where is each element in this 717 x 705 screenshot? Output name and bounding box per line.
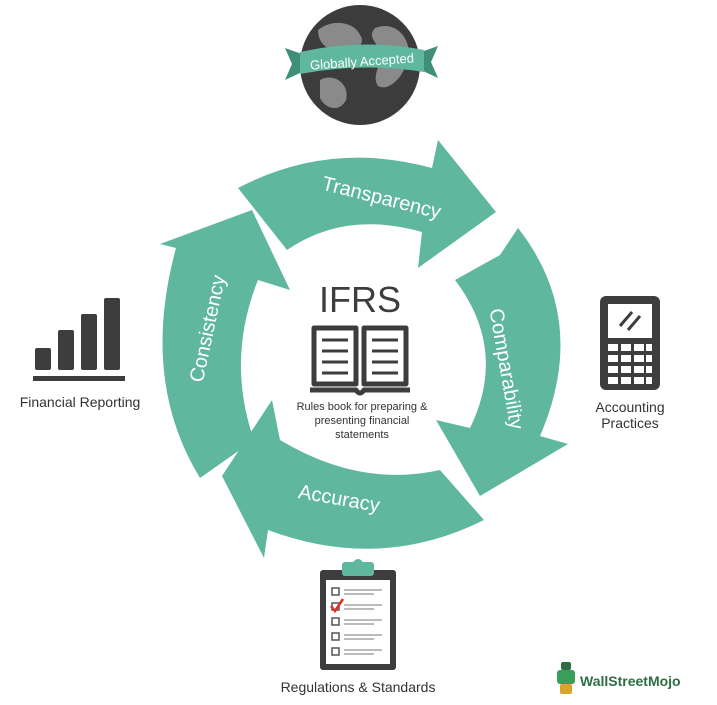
center-desc-line3: statements	[335, 429, 389, 441]
bar-chart-icon	[33, 298, 125, 381]
globe-banner-text: Globally Accepted	[310, 50, 415, 72]
arrow-comparability	[436, 228, 568, 496]
regulations-standards-label: Regulations & Standards	[281, 679, 436, 695]
accounting-practices-line1: Accounting	[595, 399, 664, 415]
center-desc-line2: presenting financial	[315, 415, 410, 427]
brand-name: WallStreetMojo	[580, 673, 681, 689]
center-desc-line1: Rules book for preparing &	[297, 401, 429, 413]
arrow-accuracy	[222, 400, 484, 558]
financial-reporting-label: Financial Reporting	[20, 394, 141, 410]
open-book-icon	[310, 325, 410, 396]
arrow-transparency	[238, 140, 496, 268]
cycle-arrows	[160, 140, 568, 558]
calculator-icon	[600, 296, 660, 390]
arrow-consistency	[160, 210, 290, 478]
center-title: IFRS	[319, 279, 401, 320]
wallstreetmojo-logo: WallStreetMojo	[557, 662, 681, 694]
clipboard-checklist-icon	[320, 559, 396, 670]
accounting-practices-line2: Practices	[601, 415, 659, 431]
globally-accepted-banner: Globally Accepted	[285, 44, 438, 80]
